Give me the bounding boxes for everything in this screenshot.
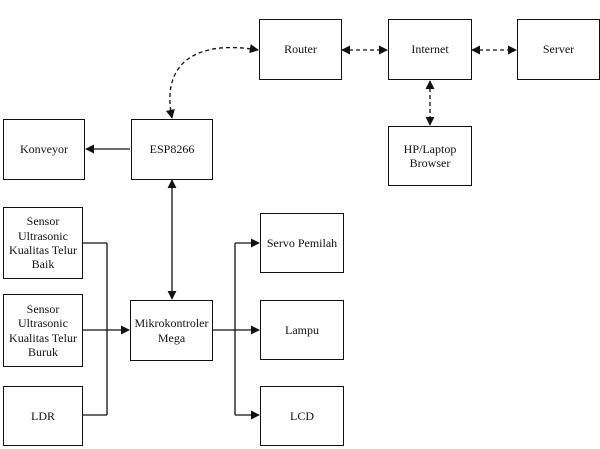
- esp-router-link: [165, 44, 259, 119]
- node-konveyor-label: Konveyor: [20, 142, 68, 157]
- node-servo-label: Servo Pemilah: [266, 235, 338, 250]
- node-ldr-label: LDR: [31, 408, 55, 423]
- node-hp-laptop: HP/Laptop Browser: [388, 126, 472, 186]
- node-mikrokontroler: Mikrokontroler Mega: [130, 300, 213, 361]
- node-internet: Internet: [388, 19, 472, 80]
- node-router: Router: [259, 19, 342, 80]
- node-sensor-buruk-label: Sensor Ultrasonic Kualitas Telur Buruk: [9, 301, 77, 359]
- node-ldr: LDR: [3, 386, 83, 446]
- node-server: Server: [517, 19, 600, 80]
- node-sensor-buruk: Sensor Ultrasonic Kualitas Telur Buruk: [3, 294, 83, 367]
- node-konveyor: Konveyor: [3, 119, 85, 180]
- node-internet-label: Internet: [411, 42, 449, 57]
- node-esp8266: ESP8266: [131, 119, 213, 180]
- node-lampu-label: Lampu: [285, 322, 319, 337]
- node-router-label: Router: [284, 42, 317, 57]
- node-lcd-label: LCD: [290, 408, 314, 423]
- output-bus: [213, 243, 236, 415]
- node-hp-laptop-label: HP/Laptop Browser: [403, 141, 457, 170]
- node-mikrokontroler-label: Mikrokontroler Mega: [134, 316, 209, 345]
- node-esp8266-label: ESP8266: [149, 142, 195, 157]
- node-lampu: Lampu: [260, 300, 344, 360]
- input-bus: [83, 242, 108, 416]
- node-sensor-baik: Sensor Ultrasonic Kualitas Telur Baik: [3, 207, 83, 279]
- node-server-label: Server: [542, 42, 575, 57]
- node-sensor-baik-label: Sensor Ultrasonic Kualitas Telur Baik: [9, 214, 77, 272]
- node-servo: Servo Pemilah: [260, 213, 344, 273]
- node-lcd: LCD: [260, 386, 344, 446]
